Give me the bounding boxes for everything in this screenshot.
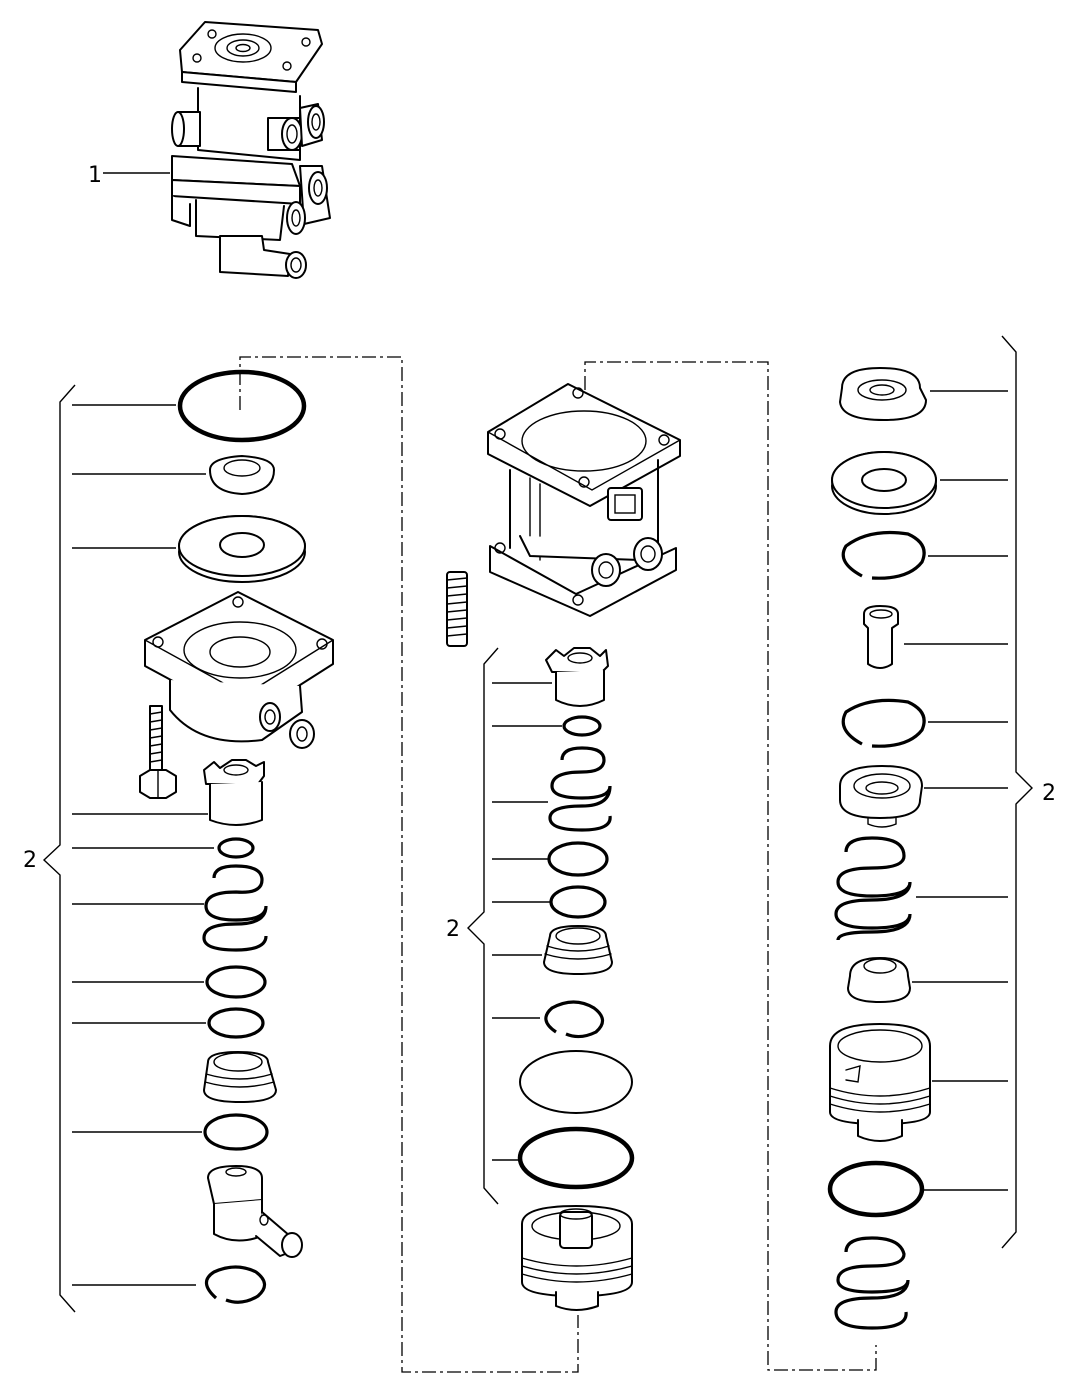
link-line-left: [239, 356, 579, 1373]
link-line-middle: [584, 361, 877, 1371]
leaders-right: [904, 390, 1008, 1191]
leaders-middle: [492, 682, 562, 1161]
brace-middle: [467, 647, 499, 1205]
middle-parts: [446, 383, 681, 1311]
callout-2-right: 2: [1042, 781, 1056, 806]
o-ring-large: [177, 369, 307, 443]
left-parts: [139, 369, 334, 1304]
callout-1: 1: [88, 163, 102, 188]
callout-2-middle: 2: [446, 917, 460, 942]
brace-right: [1001, 335, 1033, 1249]
right-parts: [827, 367, 937, 1330]
brace-left: [42, 384, 76, 1313]
callout-2-left: 2: [23, 848, 37, 873]
valve-assembly: [171, 21, 331, 279]
leaders-left: [72, 404, 214, 1286]
